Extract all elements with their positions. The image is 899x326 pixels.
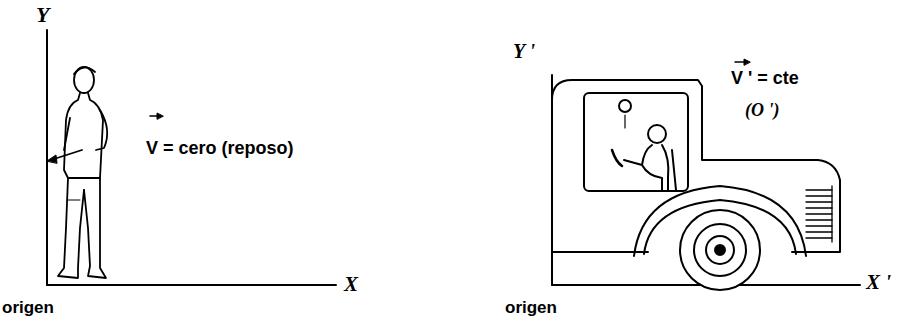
velocity-label: V ' = cte — [731, 68, 799, 89]
axis-label: X — [344, 272, 358, 296]
x-axis — [47, 284, 336, 286]
tractor — [552, 80, 840, 290]
motion-arrowhead — [47, 155, 57, 163]
axis-label: X ' — [866, 270, 891, 294]
axis-label: Y — [36, 2, 49, 27]
vector-arrowhead — [157, 113, 163, 119]
axis-label: Y ' — [513, 40, 535, 63]
motion-arrow — [54, 150, 82, 159]
y-axis — [46, 30, 48, 285]
vector-arrowhead — [744, 59, 750, 65]
y-axis — [551, 75, 553, 285]
origin-label: origen — [505, 298, 557, 318]
frame-label: (O ') — [745, 100, 780, 121]
velocity-label: V = cero (reposo) — [146, 138, 294, 159]
origin-label: origen — [2, 298, 54, 318]
person — [58, 67, 107, 278]
